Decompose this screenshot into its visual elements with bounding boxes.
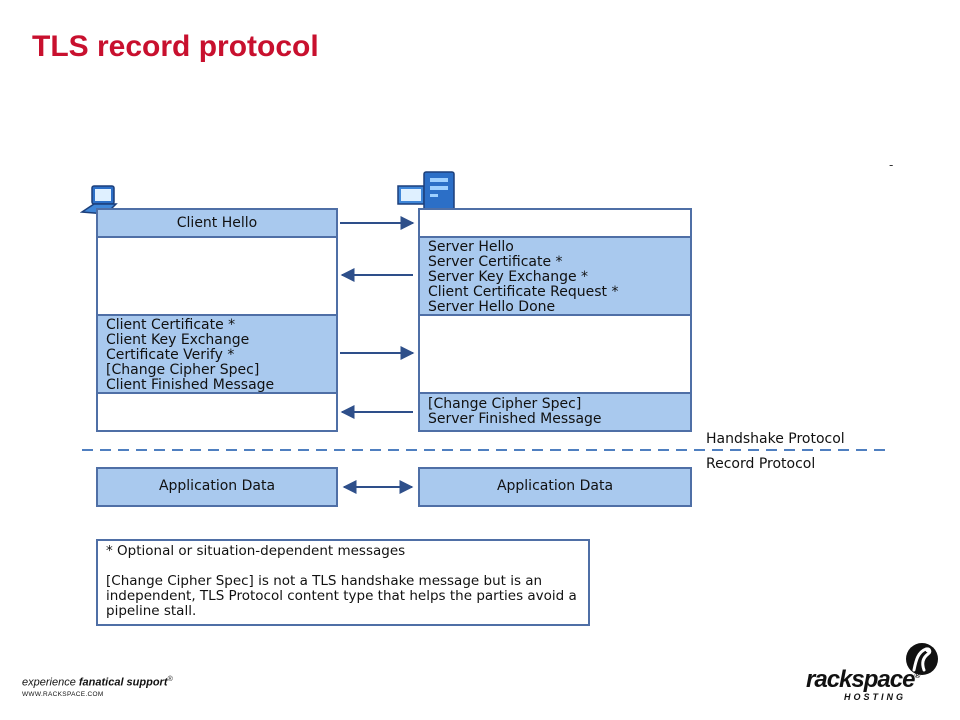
client-end-box — [96, 392, 338, 432]
laptop-icon — [80, 185, 118, 215]
client-messages-label: Client Certificate * Client Key Exchange… — [106, 317, 275, 393]
stray-mark: - — [889, 158, 894, 172]
footer-website: WWW.RACKSPACE.COM — [22, 690, 104, 698]
server-app-data-label: Application Data — [496, 478, 614, 494]
note-change-cipher: [Change Cipher Spec] is not a TLS handsh… — [106, 573, 577, 619]
page-title: TLS record protocol — [32, 30, 319, 63]
logo-mark: ® — [914, 671, 920, 680]
server-messages-box: Server Hello Server Certificate * Server… — [418, 236, 692, 316]
server-finished-box: [Change Cipher Spec] Server Finished Mes… — [418, 392, 692, 432]
server-messages-label: Server Hello Server Certificate * Server… — [428, 239, 619, 315]
client-app-data-box: Application Data — [96, 467, 338, 507]
footer-tagline-block: experience fanatical support® WWW.RACKSP… — [22, 676, 173, 698]
logo-subtitle: HOSTING — [844, 692, 907, 702]
tagline-bold: fanatical support — [78, 676, 168, 689]
tagline-mark: ® — [167, 676, 173, 683]
client-messages-box: Client Certificate * Client Key Exchange… — [96, 314, 338, 394]
note-optional: * Optional or situation-dependent messag… — [106, 543, 406, 559]
server-app-data-box: Application Data — [418, 467, 692, 507]
rackspace-logo: rackspace® HOSTING — [806, 640, 946, 706]
server-icon — [397, 171, 455, 219]
client-hello-label: Client Hello — [176, 215, 258, 231]
rackspace-logo-icon — [906, 643, 938, 675]
client-app-data-label: Application Data — [158, 478, 276, 494]
record-protocol-label: Record Protocol — [706, 456, 816, 472]
server-finished-label: [Change Cipher Spec] Server Finished Mes… — [428, 396, 602, 427]
footer-tagline: experience fanatical support® — [22, 676, 173, 689]
logo-word: rackspace — [806, 666, 915, 693]
client-wait-box — [96, 236, 338, 316]
handshake-protocol-label: Handshake Protocol — [706, 431, 845, 447]
logo-wordmark: rackspace® — [806, 666, 920, 694]
legend-note: * Optional or situation-dependent messag… — [96, 539, 590, 626]
tagline-prefix: experience — [22, 676, 79, 689]
